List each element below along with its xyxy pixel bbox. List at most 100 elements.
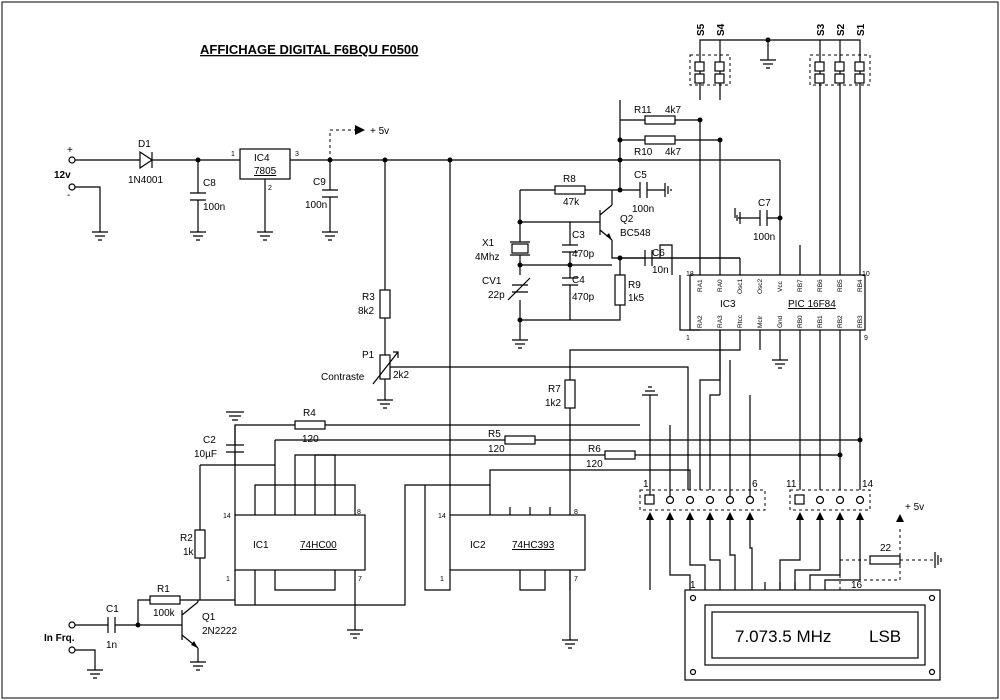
switch-label: S3: [816, 23, 827, 36]
ic3-pin1: 1: [686, 335, 690, 342]
c7-value: 100n: [753, 232, 775, 243]
q1-ref: Q1: [202, 612, 216, 623]
r2-value: 1k: [183, 547, 195, 558]
c4-ref: C4: [572, 275, 585, 286]
r7-value: 1k2: [545, 398, 562, 409]
ic3-pin-label: Gnd: [777, 315, 784, 328]
r9-value: 1k5: [628, 293, 645, 304]
lcd-vcc-label: + 5v: [905, 502, 924, 513]
ic3-pin-label: RA1: [697, 279, 704, 292]
diode-d1: D1 1N4001: [128, 139, 163, 186]
ic3-pin-label: RB6: [817, 279, 824, 292]
ic3-pin-label: Osc1: [737, 278, 744, 294]
ic4-pin2: 2: [268, 185, 272, 192]
microcontroller-ic3: 18 10 1 9 IC3 PIC 16F84 RA1 RA0 Osc1 Osc…: [686, 271, 870, 342]
d1-ref: D1: [138, 139, 151, 150]
r7-ref: R7: [548, 384, 561, 395]
ic3-pin-label: RA0: [717, 279, 724, 292]
r8-value: 47k: [563, 197, 580, 208]
r4-ref: R4: [303, 408, 316, 419]
diagram-title: AFFICHAGE DIGITAL F6BQU F0500: [200, 42, 418, 57]
r10-value: 4k7: [665, 147, 682, 158]
switch-label: S1: [856, 23, 867, 36]
ic1-part: 74HC00: [300, 540, 337, 551]
ic3-pin-label: RB5: [837, 279, 844, 292]
c5-value: 100n: [632, 204, 654, 215]
lcd-pin16: 16: [851, 580, 863, 591]
ground-symbol: [92, 231, 108, 241]
ic3-pin-label: Rtcc: [737, 314, 744, 328]
c7-ref: C7: [758, 198, 771, 209]
ic1-pin8: 8: [357, 509, 361, 516]
cv1-value: 22p: [488, 290, 505, 301]
freq-input-terminal: [68, 621, 76, 629]
r10-ref: R10: [634, 147, 653, 158]
ic3-pin-label: RB1: [817, 315, 824, 328]
ic1-pin1: 1: [226, 576, 230, 583]
conn-pin14: 14: [862, 479, 874, 490]
supply-plus-label: +: [67, 145, 73, 156]
c9-ref: C9: [313, 177, 326, 188]
r8-ref: R8: [563, 174, 576, 185]
ic3-pin-label: RB0: [797, 315, 804, 328]
ic3-bottom-pins: RA2 RA3 Rtcc Mclr Gnd RB0 RB1 RB2 RB3: [697, 314, 864, 328]
r1-ref: R1: [157, 584, 170, 595]
lcd-display: 1 16 7.073.5 MHz LSB: [684, 580, 941, 681]
p1-value: 2k2: [393, 370, 410, 381]
r22-value: 22: [880, 543, 892, 554]
ic3-pin-label: RA3: [717, 315, 724, 328]
transistor-q2: Q2 BC548: [570, 190, 651, 241]
conn-pin11: 11: [786, 479, 797, 490]
ic3-pin-label: Osc2: [757, 278, 764, 294]
supply-minus-label: -: [67, 190, 70, 201]
c4-value: 470p: [572, 292, 595, 303]
q1-value: 2N2222: [202, 626, 237, 637]
r3-value: 8k2: [358, 306, 375, 317]
ic2-part: 74HC393: [512, 540, 555, 551]
logic-ic1: IC1 74HC00 14 8 1 7: [223, 509, 366, 583]
ic1-pin14: 14: [223, 513, 231, 520]
r9-ref: R9: [628, 280, 641, 291]
ic2-pin7: 7: [574, 576, 578, 583]
c2-value: 10µF: [194, 449, 217, 460]
ic4-value: 7805: [254, 166, 277, 177]
ic3-pin-label: RB4: [857, 279, 864, 292]
c1-ref: C1: [106, 604, 119, 615]
input-terminal-plus: [68, 156, 76, 164]
ic2-ref: IC2: [470, 540, 486, 551]
c8-ref: C8: [203, 178, 216, 189]
lcd-wiring-arrows: [646, 512, 864, 590]
ic3-pin9: 9: [864, 335, 868, 342]
cv1-ref: CV1: [482, 276, 502, 287]
x1-value: 4Mhz: [475, 252, 499, 263]
lcd-connector: 1 6 11 14: [639, 479, 874, 511]
lcd-mode-text: LSB: [869, 627, 901, 646]
freq-input-label: In Frq.: [44, 633, 75, 644]
ic3-pin-label: Vcc: [777, 280, 784, 292]
conn-pin6: 6: [752, 479, 758, 490]
lcd-pin1: 1: [690, 580, 696, 591]
supply-voltage-label: 12v: [54, 170, 71, 181]
switch-label: S4: [716, 23, 727, 36]
counter-ic2: IC2 74HC393 14 8 1 7: [438, 509, 586, 583]
r1-value: 100k: [153, 608, 176, 619]
conn-pin1: 1: [643, 479, 649, 490]
d1-value: 1N4001: [128, 175, 163, 186]
vcc-5v-label: + 5v: [370, 126, 389, 137]
c5-ref: C5: [634, 170, 647, 181]
r2-ref: R2: [180, 533, 193, 544]
r5-value: 120: [488, 444, 505, 455]
freq-ground-terminal: [68, 646, 76, 654]
c3-ref: C3: [572, 230, 585, 241]
c6-ref: C6: [652, 248, 665, 259]
c6-value: 10n: [652, 265, 669, 276]
r11-ref: R11: [634, 105, 652, 116]
ic3-pin-label: RB7: [797, 279, 804, 292]
ic4-pin1: 1: [231, 151, 235, 158]
ic3-pin-label: RB3: [857, 315, 864, 328]
ic3-ref: IC3: [720, 299, 736, 310]
p1-ref: P1: [362, 350, 375, 361]
r6-value: 120: [586, 459, 603, 470]
transistor-q1: Q1 2N2222: [181, 600, 237, 649]
